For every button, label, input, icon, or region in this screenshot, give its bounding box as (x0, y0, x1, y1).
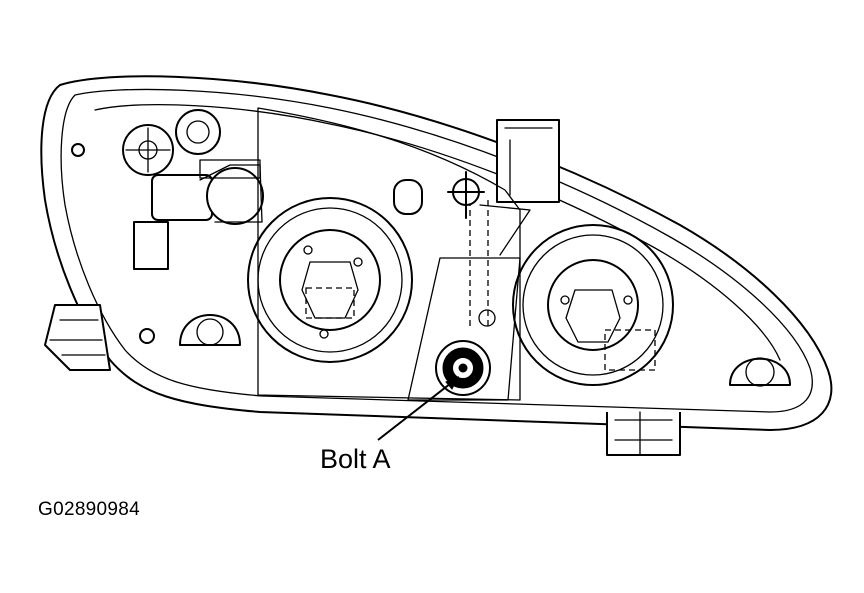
adjuster-cross-screw-icon (447, 171, 485, 219)
high-beam-bulb-assembly (512, 224, 674, 386)
reflector-shroud (257, 107, 521, 401)
lower-mount-ring-left (179, 314, 241, 346)
upper-left-bulb-socket (122, 124, 174, 176)
connector-housing-top (496, 119, 560, 203)
side-marker-bulb (151, 159, 264, 225)
callout-label-bolt-a: Bolt A (320, 444, 391, 474)
mounting-tab-bottom (606, 411, 681, 456)
reflector-tab-left (133, 221, 169, 270)
callout-leader-line (377, 376, 460, 441)
mounting-tab-left (44, 304, 111, 371)
bolt-a (435, 340, 491, 396)
lower-mount-ring-right (729, 357, 791, 387)
aim-adjuster-column (407, 200, 531, 401)
headlamp-housing (40, 75, 833, 431)
upper-mount-ring (175, 109, 221, 155)
housing-screw-upper (71, 143, 85, 157)
housing-screw (139, 328, 155, 344)
figure-id: G02890984 (38, 499, 141, 520)
low-beam-bulb-assembly (247, 197, 413, 363)
vent-slot (393, 179, 423, 215)
